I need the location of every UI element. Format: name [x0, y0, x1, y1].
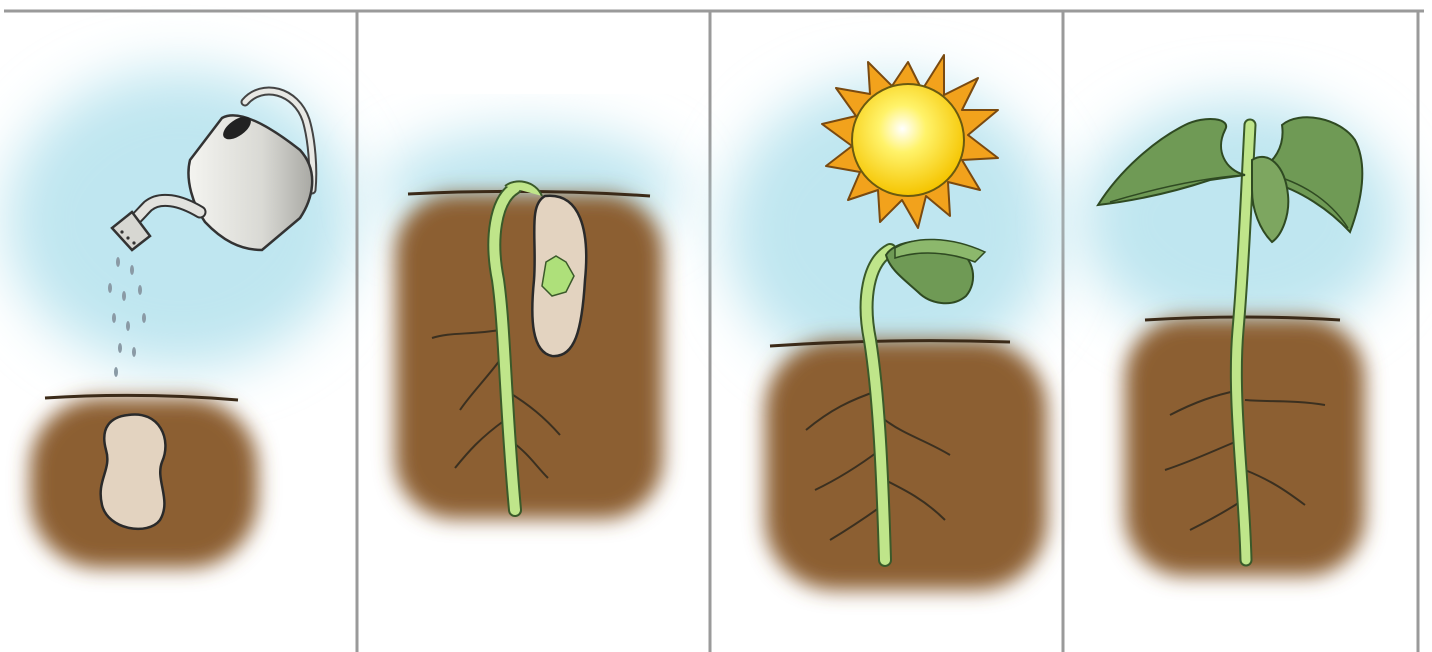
soil [395, 194, 663, 519]
panel-4-young-plant [1080, 100, 1400, 576]
bean-seed [101, 414, 166, 528]
panel-3-seedling-emerges [725, 55, 1055, 590]
panel-2-germination [380, 130, 680, 519]
panel-1-seed-watered [5, 13, 355, 649]
soil [765, 340, 1047, 590]
